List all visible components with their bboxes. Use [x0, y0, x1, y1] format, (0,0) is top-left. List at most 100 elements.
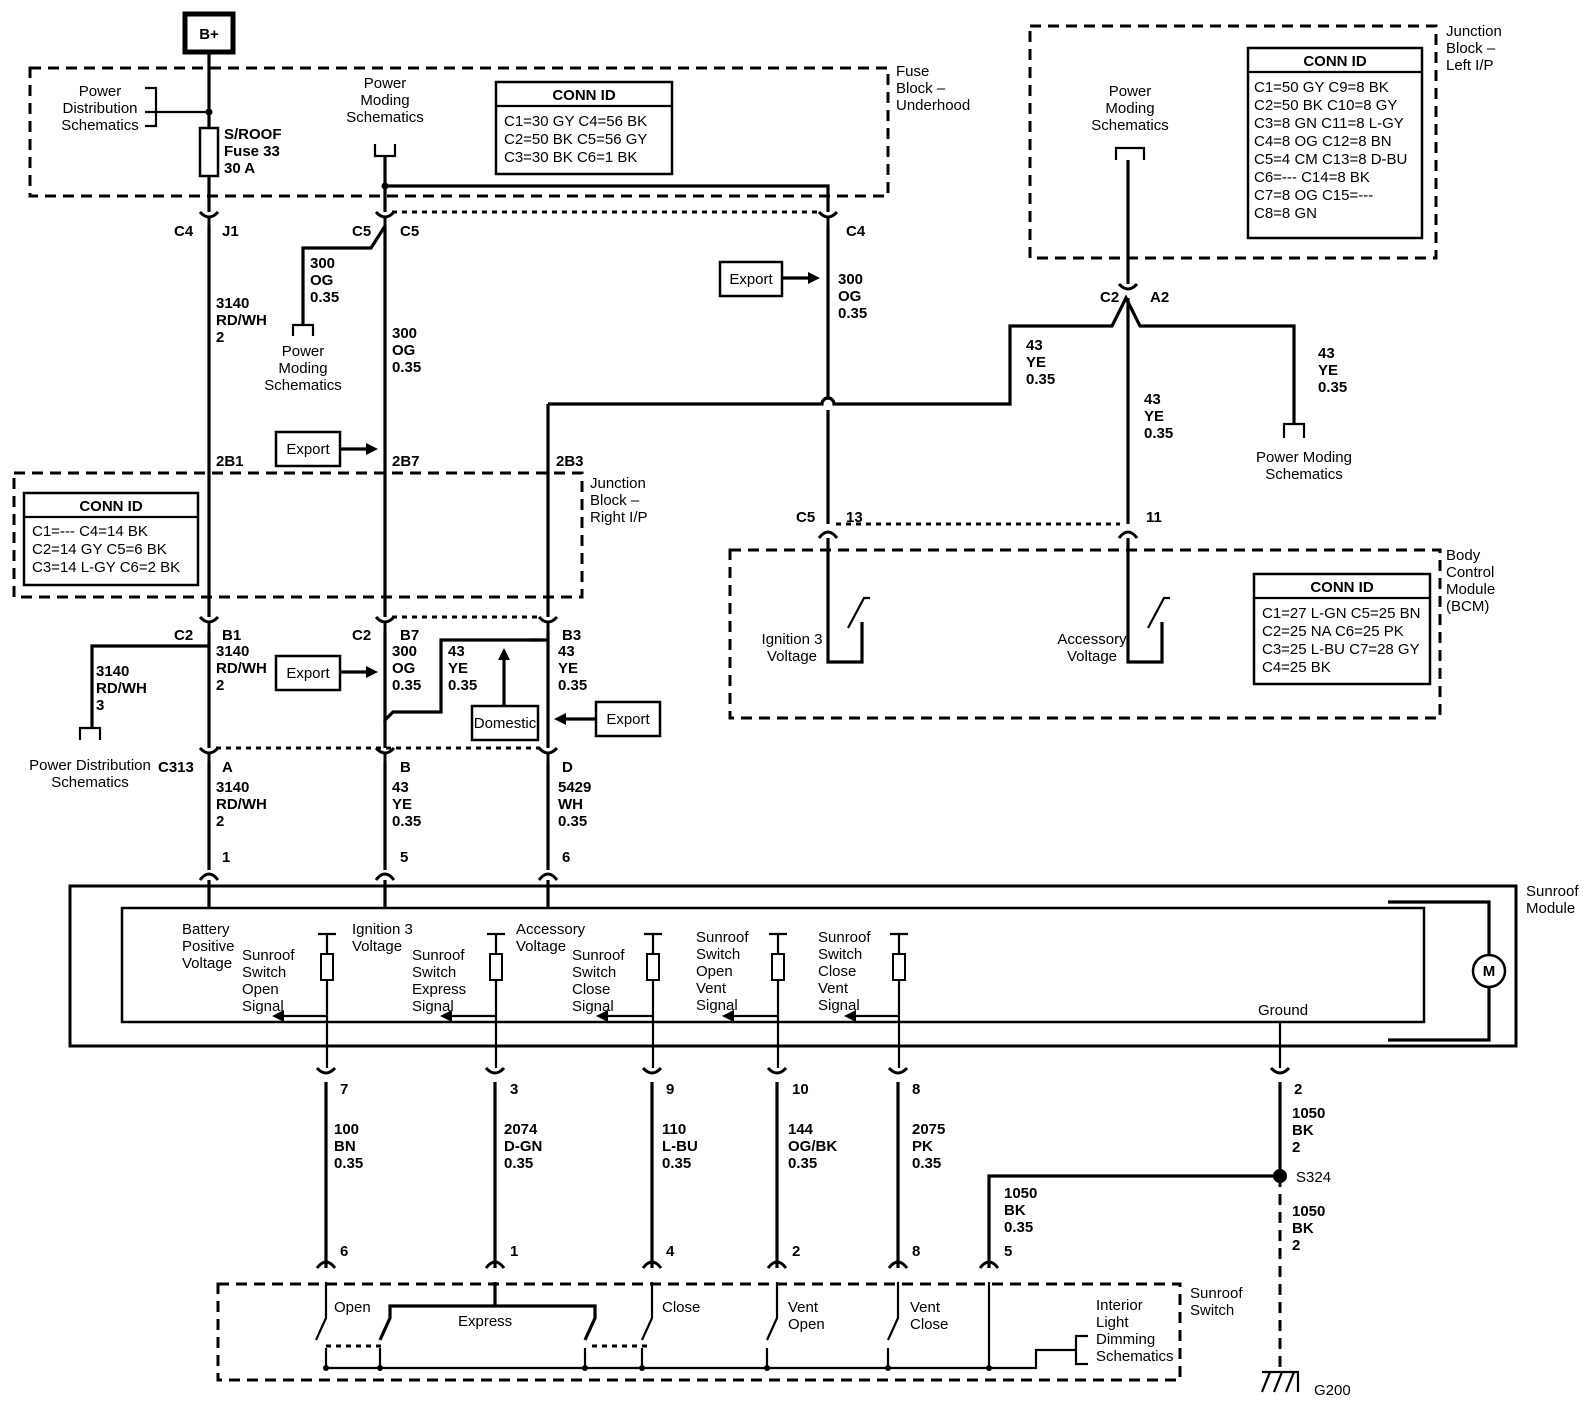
connector-pin-label: 13: [846, 509, 863, 526]
wire-label: 3: [96, 697, 104, 714]
export-label: Export: [729, 271, 773, 288]
open-vent-signal-label: Switch: [696, 946, 740, 963]
wire-label: YE: [1144, 408, 1164, 425]
conn-id-title: CONN ID: [552, 87, 616, 104]
junction-block-left-title: Left I/P: [1446, 57, 1494, 74]
switch-vent-close-label: Close: [910, 1316, 948, 1333]
export-label: Export: [286, 441, 330, 458]
connector-pin-label: 6: [340, 1243, 348, 1260]
power-distribution-schematics: Schematics: [51, 774, 129, 791]
wire-label: 2: [1292, 1139, 1300, 1156]
wire-label: 0.35: [788, 1155, 817, 1172]
connector-pin-label: 8: [912, 1081, 920, 1098]
power-moding-schematics: Power: [1109, 83, 1152, 100]
connector-pin-label: C5: [352, 223, 371, 240]
close-vent-signal-label: Vent: [818, 980, 849, 997]
connector-pin-label: 2: [792, 1243, 800, 1260]
connector-pin-label: 1: [510, 1243, 518, 1260]
power-moding-schematics: Moding: [360, 92, 409, 109]
switch-vent-open-label: Open: [788, 1316, 825, 1333]
connector-pin-label: C2: [1100, 289, 1119, 306]
sunroof-switch-box: [216, 1282, 1182, 1382]
wire-label: BN: [334, 1138, 356, 1155]
wire-label: 0.35: [1004, 1219, 1033, 1236]
wire-300-cross: [385, 184, 830, 212]
connector-pin-label: B7: [400, 627, 419, 644]
dimming-schematics-label: Interior: [1096, 1297, 1143, 1314]
wire-label: YE: [1026, 354, 1046, 371]
connector-pin-label: 10: [792, 1081, 809, 1098]
connector-pin-label: 4: [666, 1243, 675, 1260]
wire-label: 0.35: [392, 813, 421, 830]
power-moding-schematics: Schematics: [264, 377, 342, 394]
bcm-title: Module: [1446, 581, 1495, 598]
module-resistors: [318, 932, 908, 1068]
export-box: [718, 260, 784, 298]
conn-id-row: C2=25 NA C6=25 PK: [1262, 623, 1404, 640]
fuse-block-underhood-title: Fuse: [896, 63, 929, 80]
export-box: [594, 700, 662, 738]
wire-label: 43: [558, 643, 575, 660]
wire-label: YE: [448, 660, 468, 677]
wire-label: 0.35: [448, 677, 477, 694]
wire-label: 43: [392, 779, 409, 796]
junction-block-left-title: Junction: [1446, 23, 1502, 40]
connector-pin-label: 2: [1294, 1081, 1302, 1098]
conn-id-title: CONN ID: [1303, 53, 1367, 70]
connector-pin-label: D: [562, 759, 573, 776]
connector-pin-label: 7: [340, 1081, 348, 1098]
express-signal-label: Switch: [412, 964, 456, 981]
sunroof-module-title: Module: [1526, 900, 1575, 917]
wire-label: 0.35: [1026, 371, 1055, 388]
bcm-title: Body: [1446, 547, 1481, 564]
conn-id-table-right: [22, 491, 200, 587]
wire-label: 2075: [912, 1121, 945, 1138]
wire-label: 1050: [1292, 1203, 1325, 1220]
wire-label: 1050: [1292, 1105, 1325, 1122]
conn-id-table-bcm: [1252, 572, 1432, 686]
conn-id-row: C2=50 BK C5=56 GY: [504, 131, 647, 148]
splice-dot: [381, 182, 389, 190]
conn-id-row: C4=8 OG C12=8 BN: [1254, 133, 1392, 150]
conn-id-row: C1=--- C4=14 BK: [32, 523, 148, 540]
wire-label: RD/WH: [216, 796, 267, 813]
splice-dot: [205, 108, 213, 116]
express-signal-label: Signal: [412, 998, 454, 1015]
conn-id-table-underhood: [494, 80, 674, 176]
junction-block-left-title: Block –: [1446, 40, 1496, 57]
wire-label: L-BU: [662, 1138, 698, 1155]
wire-label: RD/WH: [216, 660, 267, 677]
express-signal-label: Express: [412, 981, 466, 998]
wire-label: 43: [1144, 391, 1161, 408]
bcm-accessory-label: Voltage: [1067, 648, 1117, 665]
power-moding-schematics: Schematics: [1265, 466, 1343, 483]
conn-id-row: C7=8 OG C15=---: [1254, 187, 1373, 204]
connector-pin-label: 1: [222, 849, 230, 866]
close-vent-signal-label: Switch: [818, 946, 862, 963]
junction-block-right-title: Right I/P: [590, 509, 648, 526]
conn-id-row: C1=27 L-GN C5=25 BN: [1262, 605, 1420, 622]
power-moding-schematics: Moding: [1105, 100, 1154, 117]
junction-block-left-box: [1028, 24, 1438, 260]
wire-label: OG: [392, 660, 415, 677]
conn-id-row: C4=25 BK: [1262, 659, 1331, 676]
junction-block-right-box: [12, 471, 584, 599]
wire-label: YE: [558, 660, 578, 677]
wire-label: D-GN: [504, 1138, 542, 1155]
wire-label: 0.35: [912, 1155, 941, 1172]
wire-label: OG: [392, 342, 415, 359]
arrowheads: [272, 1010, 856, 1022]
connector-pin-label: B1: [222, 627, 241, 644]
wire-label: BK: [1004, 1202, 1026, 1219]
close-signal-label: Sunroof: [572, 947, 625, 964]
power-distribution-schematics: Schematics: [61, 117, 139, 134]
bcm-title: (BCM): [1446, 598, 1489, 615]
ground-label: Ground: [1258, 1002, 1308, 1019]
battery-positive-label: Voltage: [182, 955, 232, 972]
wire-label: 0.35: [558, 677, 587, 694]
wire-label: OG/BK: [788, 1138, 837, 1155]
wire-label: 2: [1292, 1237, 1300, 1254]
switch-express-label: Express: [458, 1313, 512, 1330]
conn-id-row: C1=50 GY C9=8 BK: [1254, 79, 1389, 96]
